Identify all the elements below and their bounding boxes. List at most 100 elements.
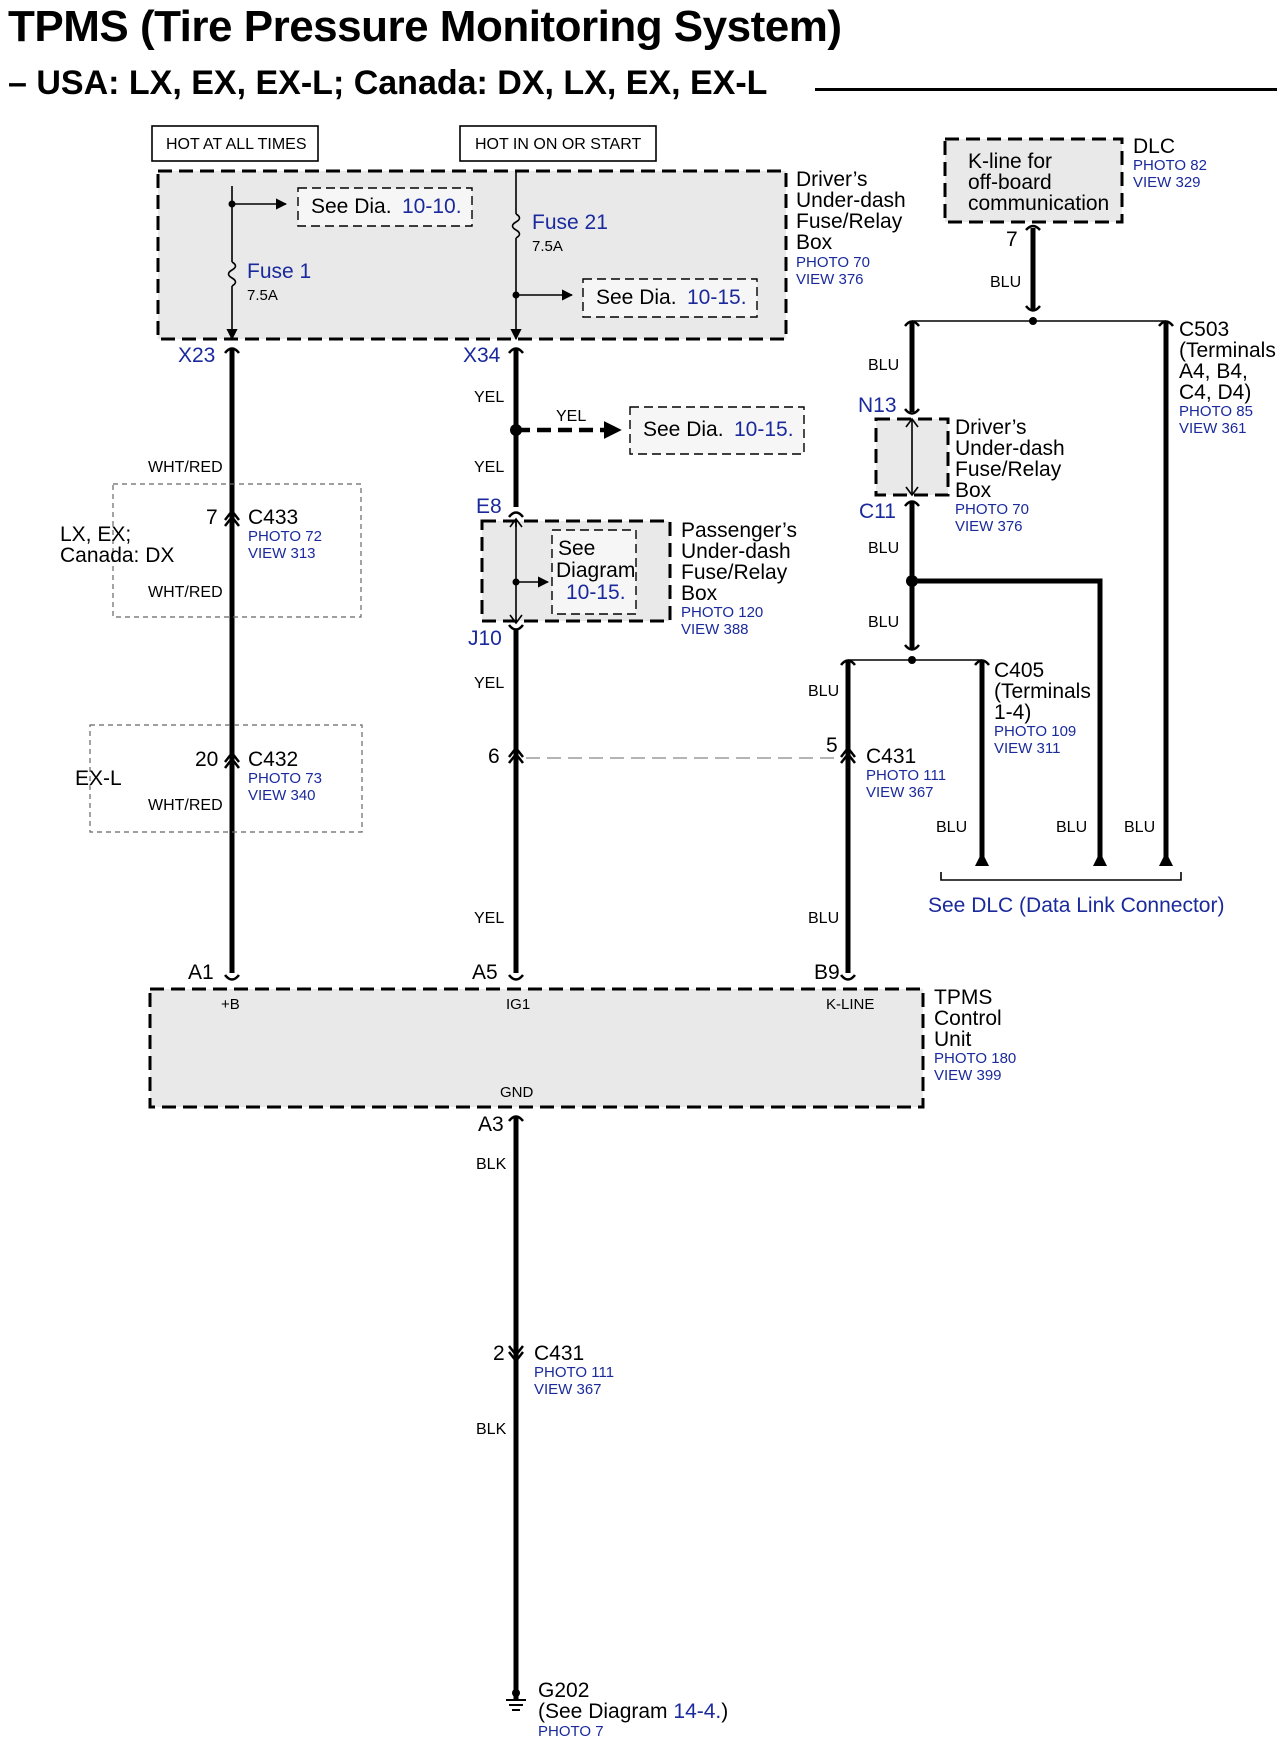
fuse-21-rating: 7.5A	[532, 238, 563, 255]
svg-text:See Dia.: See Dia.	[311, 195, 392, 218]
svg-text:C405: C405	[994, 659, 1044, 682]
svg-text:C4, D4): C4, D4)	[1179, 381, 1251, 404]
terminal-j10: J10	[468, 627, 502, 650]
connector-c432-symbol	[224, 750, 240, 769]
svg-text:VIEW 313: VIEW 313	[248, 545, 316, 562]
svg-text:C433: C433	[248, 506, 298, 529]
page-subtitle: – USA: LX, EX, EX-L; Canada: DX, LX, EX,…	[8, 64, 768, 102]
svg-text:10-15.: 10-15.	[687, 286, 747, 309]
svg-text:VIEW 367: VIEW 367	[866, 784, 934, 801]
svg-text:BLK: BLK	[476, 1421, 507, 1438]
svg-text:Fuse/Relay: Fuse/Relay	[681, 561, 788, 584]
svg-text:Under-dash: Under-dash	[681, 540, 791, 563]
svg-text:A4, B4,: A4, B4,	[1179, 360, 1248, 383]
svg-text:C431: C431	[866, 745, 916, 768]
connector-c431-symbol-blk	[508, 1345, 524, 1364]
svg-text:10-10.: 10-10.	[402, 195, 462, 218]
see-dia-10-15-ref-yel[interactable]: See Dia. 10-15.	[629, 406, 805, 455]
tpms-control-unit	[148, 987, 925, 1109]
region-ex-l	[89, 724, 363, 833]
fuse-1-label: Fuse 1	[247, 260, 311, 283]
svg-text:BLK: BLK	[476, 1156, 507, 1173]
svg-text:PHOTO 70: PHOTO 70	[796, 254, 870, 271]
svg-text:(Terminals: (Terminals	[994, 680, 1091, 703]
svg-text:Canada: DX: Canada: DX	[60, 544, 174, 567]
svg-text:PHOTO 111: PHOTO 111	[534, 1364, 614, 1381]
terminal-x34: X34	[463, 344, 501, 367]
see-dia-10-10-ref[interactable]: See Dia. 10-10.	[297, 187, 473, 227]
svg-text:Driver’s: Driver’s	[796, 168, 868, 191]
svg-text:BLU: BLU	[808, 683, 839, 700]
svg-text:EX-L: EX-L	[75, 767, 122, 790]
svg-text:WHT/RED: WHT/RED	[148, 797, 223, 814]
svg-text:B9: B9	[814, 961, 840, 984]
see-diagram-10-15-ref-passenger[interactable]: See Diagram 10-15.	[551, 529, 637, 615]
svg-text:20: 20	[195, 748, 218, 771]
svg-text:Box: Box	[681, 582, 718, 605]
svg-text:7: 7	[1006, 228, 1018, 251]
see-diagram-14-4-link[interactable]: 14-4.	[673, 1700, 721, 1723]
svg-text:Under-dash: Under-dash	[955, 437, 1065, 460]
svg-text:BLU: BLU	[990, 274, 1021, 291]
terminal-e8: E8	[476, 495, 502, 518]
tpms-control-unit-label: TPMS Control Unit PHOTO 180 VIEW 399	[934, 986, 1016, 1084]
svg-text:PHOTO 120: PHOTO 120	[681, 604, 763, 621]
svg-text:A3: A3	[478, 1113, 504, 1136]
see-dlc-link[interactable]: See DLC (Data Link Connector)	[928, 894, 1224, 917]
hot-in-on-or-start-label: HOT IN ON OR START	[459, 125, 657, 162]
svg-text:K-LINE: K-LINE	[826, 996, 874, 1013]
svg-text:BLU: BLU	[1124, 819, 1155, 836]
connector-c405-label: C405 (Terminals 1-4) PHOTO 109 VIEW 311	[994, 659, 1091, 757]
svg-text:Diagram: Diagram	[556, 559, 635, 582]
connector-c431-symbol-yel	[508, 745, 524, 764]
svg-text:See Dia.: See Dia.	[596, 286, 677, 309]
svg-text:YEL: YEL	[474, 389, 504, 406]
svg-text:G202: G202	[538, 1679, 589, 1702]
svg-text:PHOTO 111: PHOTO 111	[866, 767, 946, 784]
svg-text:Passenger’s: Passenger’s	[681, 519, 797, 542]
title-rule	[815, 88, 1277, 91]
dlc-description: K-line for off-board communication	[968, 150, 1109, 215]
svg-text:Fuse/Relay: Fuse/Relay	[796, 210, 903, 233]
svg-text:Unit: Unit	[934, 1028, 972, 1051]
svg-text:HOT AT ALL TIMES: HOT AT ALL TIMES	[166, 136, 307, 153]
svg-text:WHT/RED: WHT/RED	[148, 584, 223, 601]
svg-text:5: 5	[826, 734, 838, 757]
svg-text:6: 6	[488, 745, 500, 768]
svg-text:PHOTO 7: PHOTO 7	[538, 1723, 604, 1740]
hot-at-all-times-label: HOT AT ALL TIMES	[151, 125, 319, 162]
svg-text:See: See	[558, 537, 595, 560]
terminal-x23: X23	[178, 344, 215, 367]
svg-text:BLU: BLU	[936, 819, 967, 836]
wire-blu-branch	[912, 578, 1103, 860]
drivers-fuse-box-label: Driver’s Under-dash Fuse/Relay Box PHOTO…	[796, 168, 906, 288]
svg-text:LX, EX;: LX, EX;	[60, 523, 131, 546]
svg-text:1-4): 1-4)	[994, 701, 1031, 724]
connector-c433-symbol	[224, 508, 240, 527]
svg-text:YEL: YEL	[556, 408, 586, 425]
fuse-21-symbol	[511, 213, 521, 239]
svg-text:PHOTO 70: PHOTO 70	[955, 501, 1029, 518]
fuse-1-symbol	[227, 261, 237, 287]
svg-text:VIEW 367: VIEW 367	[534, 1381, 602, 1398]
terminal-c11: C11	[859, 500, 896, 523]
dlc-box	[943, 137, 1124, 224]
svg-text:PHOTO 85: PHOTO 85	[1179, 403, 1253, 420]
connector-c431-top-label: C431 PHOTO 111 VIEW 367	[866, 745, 946, 801]
svg-text:A1: A1	[188, 961, 214, 984]
svg-text:YEL: YEL	[474, 910, 504, 927]
svg-text:PHOTO 72: PHOTO 72	[248, 528, 322, 545]
page-title: TPMS (Tire Pressure Monitoring System)	[8, 2, 842, 51]
svg-text:HOT IN ON OR START: HOT IN ON OR START	[475, 136, 641, 153]
svg-text:VIEW 376: VIEW 376	[796, 271, 864, 288]
connector-c431-symbol-blu	[840, 745, 856, 764]
svg-text:WHT/RED: WHT/RED	[148, 459, 223, 476]
svg-text:DLC: DLC	[1133, 135, 1175, 158]
svg-text:A5: A5	[472, 961, 498, 984]
svg-text:BLU: BLU	[868, 357, 899, 374]
see-dia-10-15-ref-fuse21[interactable]: See Dia. 10-15.	[582, 278, 758, 318]
fuse-21-label: Fuse 21	[532, 211, 608, 234]
passengers-fuse-box-label: Passenger’s Under-dash Fuse/Relay Box PH…	[681, 519, 797, 638]
connector-c431-bottom-label: C431 PHOTO 111 VIEW 367	[534, 1342, 614, 1398]
